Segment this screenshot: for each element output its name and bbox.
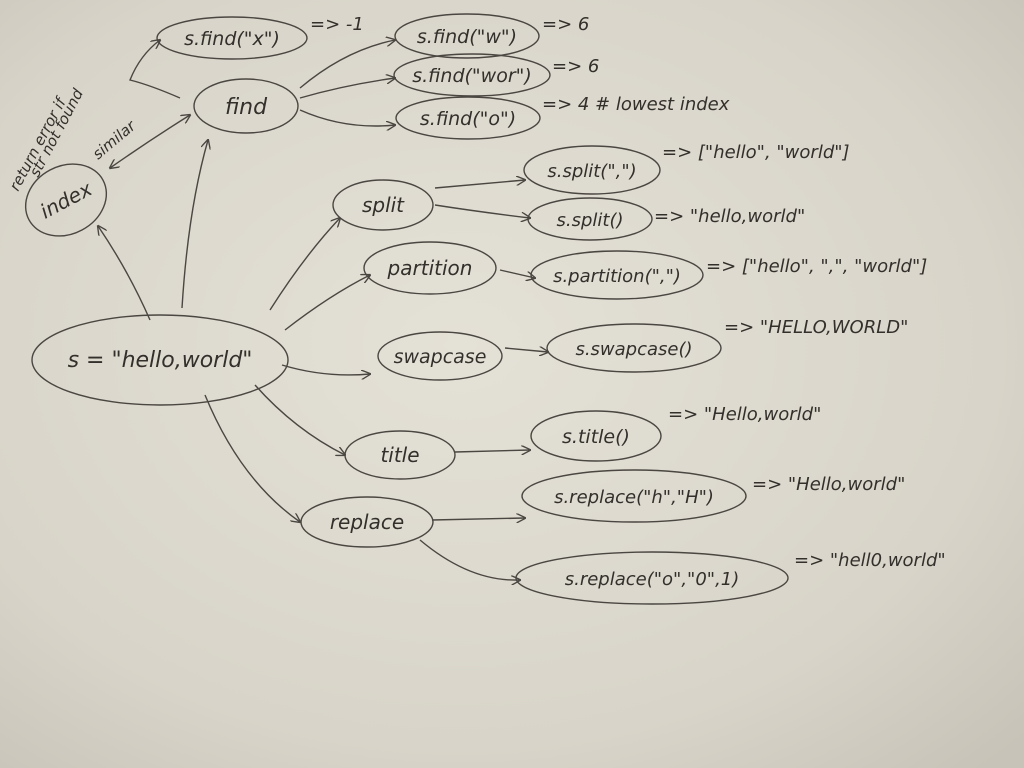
call-findo-ellipse — [395, 96, 541, 140]
result-findwor: => 6 — [552, 56, 599, 77]
node-title-ellipse — [344, 430, 456, 480]
node-swapcase-ellipse — [377, 331, 503, 381]
node-find-ellipse — [193, 78, 299, 134]
node-partition-label: partition — [387, 256, 473, 280]
edge-root-title — [254, 384, 345, 455]
node-root-ellipse — [31, 314, 289, 406]
call-title-label: s.title() — [562, 426, 630, 448]
result-findo: => 4 # lowest index — [542, 94, 730, 115]
call-findw-ellipse — [394, 13, 540, 59]
node-replace-ellipse — [300, 496, 434, 548]
call-partition-label: s.partition(",") — [553, 266, 681, 287]
node-title-label: title — [380, 443, 419, 467]
call-findx-label: s.find("x") — [184, 28, 280, 50]
node-find-label: find — [225, 95, 268, 120]
call-title-ellipse — [530, 410, 662, 462]
edge-replace-h — [431, 518, 525, 520]
edge-find-findo — [299, 109, 395, 126]
edge-root-replace — [204, 394, 300, 522]
result-splitcomma: => ["hello", "world"] — [662, 142, 850, 163]
result-title: => "Hello,world" — [668, 404, 821, 425]
call-swapcase-ellipse — [546, 323, 722, 373]
call-replaceo-ellipse — [515, 551, 789, 605]
result-splitnone: => "hello,world" — [654, 206, 805, 227]
edge-title — [454, 450, 530, 452]
result-partition: => ["hello", ",", "world"] — [706, 256, 927, 277]
call-findw-label: s.find("w") — [417, 26, 517, 48]
edge-root-partition — [284, 275, 370, 331]
result-swapcase: => "HELLO,WORLD" — [724, 317, 908, 338]
edge-split-comma — [434, 180, 525, 189]
edge-index-find — [110, 115, 190, 168]
call-replaceh-label: s.replace("h","H") — [554, 487, 714, 508]
node-root-label: s = "hello,world" — [68, 348, 253, 373]
call-findwor-label: s.find("wor") — [412, 65, 532, 87]
call-splitcomma-label: s.split(",") — [547, 161, 636, 182]
call-findo-label: s.find("o") — [420, 108, 516, 130]
edge-root-swapcase — [281, 364, 370, 375]
call-splitnone-label: s.split() — [556, 210, 623, 231]
edge-root-find — [181, 140, 208, 309]
call-splitcomma-ellipse — [523, 145, 661, 195]
call-findx-ellipse — [156, 16, 308, 60]
edge-partition — [499, 269, 535, 278]
edge-find-findwor — [299, 78, 395, 99]
edge-root-index — [98, 226, 151, 321]
call-swapcase-label: s.swapcase() — [575, 339, 692, 360]
edge-split-none — [434, 204, 530, 218]
node-index-ellipse — [24, 163, 108, 237]
edge-root-split — [269, 218, 340, 311]
call-replaceo-label: s.replace("o","0",1) — [565, 569, 740, 590]
node-split-label: split — [362, 193, 405, 217]
edge-find-findx — [129, 40, 181, 99]
result-findw: => 6 — [542, 14, 589, 35]
result-replaceo: => "hell0,world" — [794, 550, 946, 571]
edge-swapcase — [504, 348, 548, 352]
call-findwor-ellipse — [393, 53, 551, 97]
call-splitnone-ellipse — [527, 197, 653, 241]
call-partition-ellipse — [530, 250, 704, 300]
node-split-ellipse — [332, 179, 434, 231]
node-replace-label: replace — [330, 510, 404, 534]
node-partition-ellipse — [363, 241, 497, 295]
call-replaceh-ellipse — [521, 469, 747, 523]
node-swapcase-label: swapcase — [394, 346, 487, 368]
result-findx: => -1 — [310, 14, 364, 35]
result-replaceh: => "Hello,world" — [752, 474, 905, 495]
edge-find-findw — [299, 40, 395, 89]
edge-replace-o — [419, 539, 520, 580]
